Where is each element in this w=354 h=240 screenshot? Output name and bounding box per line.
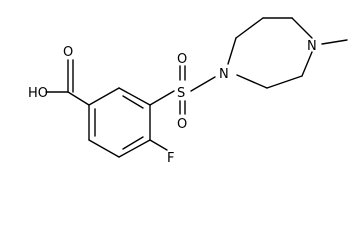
bond [227,37,237,65]
bond [67,91,90,106]
double-bond-inner [122,136,144,150]
bond [88,87,120,106]
bond [190,76,216,92]
sulfonyl-group [149,65,216,115]
chemical-structure: HO O F S O O N N [28,17,348,166]
bond [88,139,120,158]
bond [291,17,313,39]
atom-fluorine: F [167,151,174,166]
bond [236,74,268,89]
bond [118,87,151,106]
double-bond-inner [122,95,144,109]
atom-carbonyl-oxygen: O [63,45,73,60]
atom-sulfonyl-oxygen-bottom: O [177,117,187,132]
atom-sulfur: S [177,86,185,101]
atom-ring-nitrogen-methyl: N [307,39,317,54]
bond [301,51,313,77]
atom-ring-nitrogen-sulfonyl: N [219,67,229,82]
diazepane-ring [227,17,313,89]
atom-hydroxyl: HO [28,86,48,101]
carboxylic-acid [45,59,90,106]
bond [235,17,264,39]
bond [321,39,348,45]
benzene-ring [88,87,151,158]
bond [149,90,175,106]
bond [118,139,151,158]
bond [149,139,168,151]
atom-sulfonyl-oxygen-top: O [177,52,187,67]
bond [266,75,303,89]
